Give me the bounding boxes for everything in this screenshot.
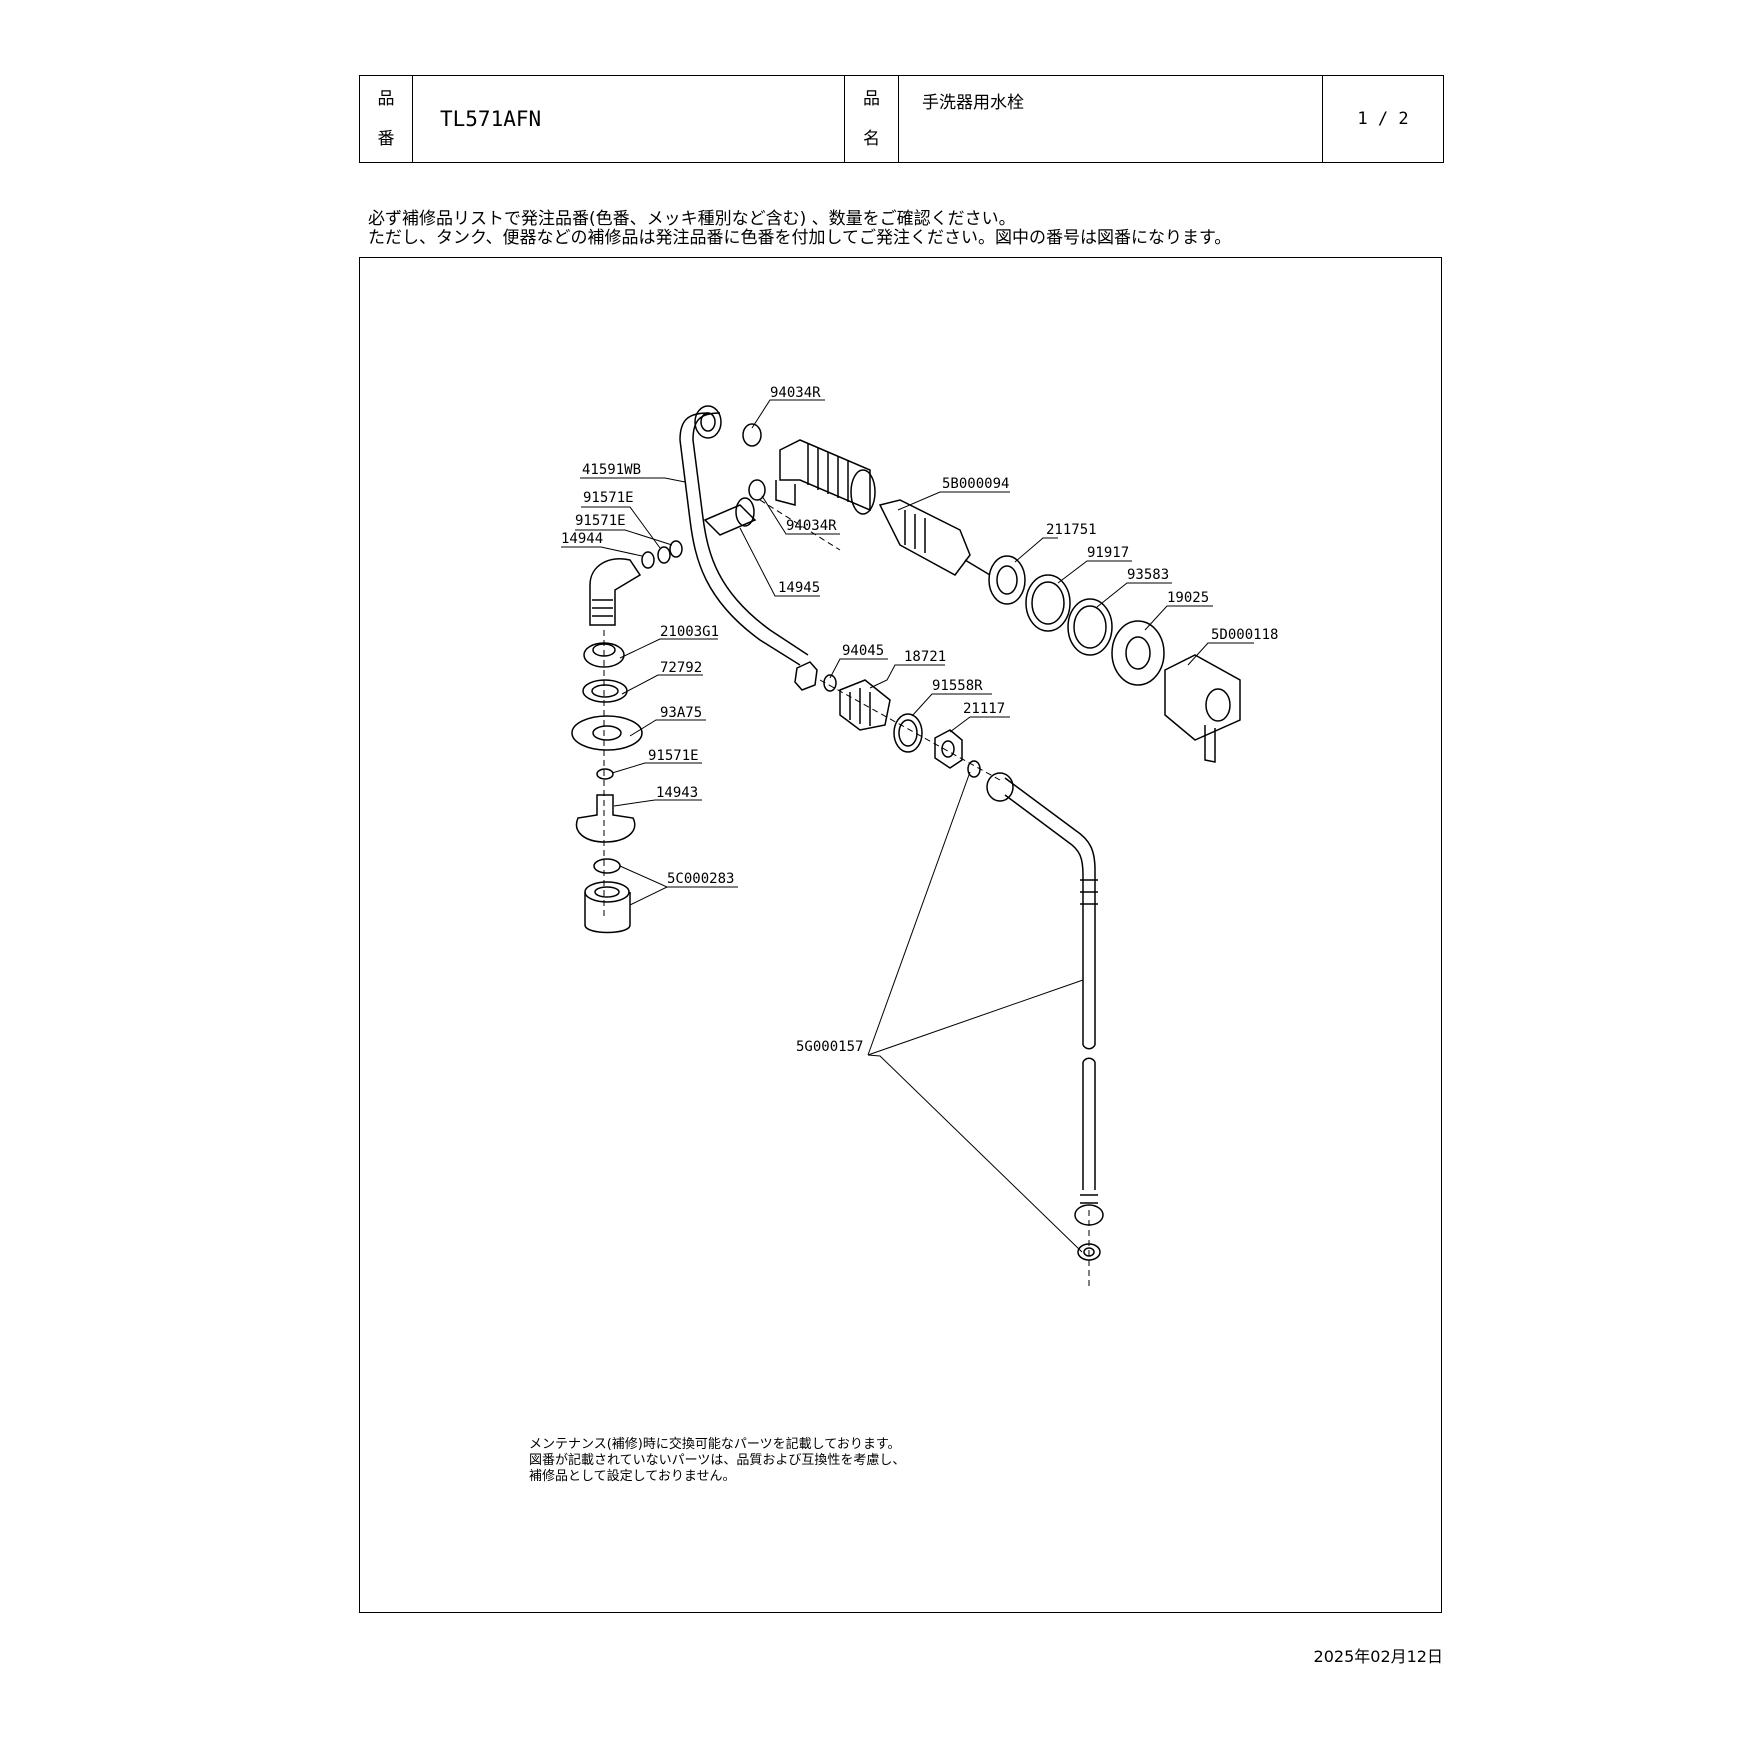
ring-91917 — [1025, 574, 1071, 632]
nut-21117 — [934, 729, 963, 769]
leader-91571e-a — [581, 506, 661, 549]
leader-94034r-mid — [761, 495, 840, 535]
hose-nut-top — [986, 772, 1014, 802]
supply-hose — [1004, 777, 1096, 1045]
leader-94045 — [829, 658, 888, 679]
ring-211751 — [988, 555, 1026, 605]
maintenance-note-line-3: 補修品として設定しておりません。 — [529, 1469, 736, 1484]
leader-93a75 — [629, 719, 706, 737]
cover-19025 — [1111, 620, 1165, 686]
hinmei-label-char-2: 名 — [863, 129, 880, 149]
leader-72792 — [621, 674, 703, 695]
label-94034r-top: 94034R — [770, 385, 821, 401]
pipe-nut-top — [694, 405, 722, 439]
label-211751: 211751 — [1046, 522, 1097, 538]
label-91558r: 91558R — [932, 678, 983, 694]
maintenance-note-line-1: メンテナンス(補修)時に交換可能なパーツを記載しております。 — [529, 1437, 901, 1452]
label-91917: 91917 — [1087, 545, 1129, 561]
label-93a75: 93A75 — [660, 705, 702, 721]
hinmei-label-char-1: 品 — [863, 89, 880, 109]
nut-94045-hex — [794, 661, 818, 691]
leader-91571e-b — [575, 529, 673, 546]
leader-91571e-c — [611, 762, 702, 774]
ring-91571e-b — [669, 540, 683, 558]
label-18721: 18721 — [904, 649, 946, 665]
leader-5b000094 — [897, 491, 1010, 511]
label-91571e-c: 91571E — [648, 748, 699, 764]
issue-date: 2025年02月12日 — [1313, 1647, 1443, 1666]
hinban-label-char-2: 番 — [377, 129, 395, 149]
label-94045: 94045 — [842, 643, 884, 659]
washer-72792 — [582, 679, 628, 703]
label-21003g1: 21003G1 — [660, 624, 719, 640]
leader-91558r — [911, 693, 992, 717]
pipe-41591wb — [679, 412, 801, 666]
leader-5g000157-b — [867, 979, 1084, 1056]
plate-93a75 — [571, 715, 643, 751]
ring-94034r-top — [742, 423, 762, 447]
label-91571e-b: 91571E — [575, 513, 626, 529]
order-notice-line-2: ただし、タンク、便器などの補修品は発注品番に色番を付加してご発注ください。図中の… — [368, 228, 1232, 248]
leader-93583 — [1096, 582, 1172, 608]
product-name: 手洗器用水栓 — [898, 75, 1323, 163]
leader-14943 — [613, 799, 702, 807]
ring-93583 — [1067, 598, 1113, 656]
ring-91558r — [893, 713, 923, 753]
order-notice-line-1: 必ず補修品リストで発注品番(色番、メッキ種別など含む) 、数量をご確認ください。 — [368, 209, 1016, 229]
label-5b000094: 5B000094 — [942, 476, 1009, 492]
leader-5g000157-a — [867, 771, 971, 1056]
label-19025: 19025 — [1167, 590, 1209, 606]
ring-5c000283 — [593, 858, 621, 874]
label-5d000118: 5D000118 — [1211, 627, 1278, 643]
leader-41591wb — [580, 477, 686, 483]
label-93583: 93583 — [1127, 567, 1169, 583]
order-notice: 必ず補修品リストで発注品番(色番、メッキ種別など含む) 、数量をご確認ください。… — [368, 210, 1231, 248]
hinmei-label: 品 名 — [844, 75, 899, 163]
leader-19025 — [1144, 605, 1213, 631]
leader-14944 — [561, 546, 643, 557]
label-72792: 72792 — [660, 660, 702, 676]
union-18721 — [839, 679, 891, 731]
leader-211751 — [1014, 537, 1058, 563]
nut-5c000283 — [584, 892, 631, 934]
leader-94034r-top — [751, 399, 825, 429]
leader-21117 — [949, 716, 1010, 733]
leader-5d000118 — [1187, 642, 1254, 666]
maintenance-note-line-2: 図番が記載されていないパーツは、品質および互換性を考慮し、 — [529, 1453, 906, 1468]
label-14945: 14945 — [778, 580, 820, 596]
label-41591wb: 41591WB — [582, 462, 641, 478]
adapter-14945 — [703, 504, 757, 536]
elbow-14944 — [589, 558, 642, 626]
model-number: TL571AFN — [412, 75, 845, 163]
cartridge-5b000094 — [878, 499, 971, 576]
ring-94034r-mid — [748, 479, 766, 501]
label-21117: 21117 — [963, 701, 1005, 717]
label-14943: 14943 — [656, 785, 698, 801]
label-5c000283: 5C000283 — [667, 871, 734, 887]
label-14944: 14944 — [561, 531, 603, 547]
label-91571e-a: 91571E — [583, 490, 634, 506]
drawing-frame — [359, 257, 1442, 1613]
label-94034r-mid: 94034R — [786, 518, 837, 534]
leader-21003g1 — [619, 638, 718, 659]
page-number: 1 / 2 — [1322, 75, 1444, 163]
label-5g000157: 5G000157 — [796, 1039, 863, 1055]
leader-5c000283-b — [629, 886, 668, 906]
handle-5d000118 — [1164, 654, 1241, 741]
hinban-label-char-1: 品 — [377, 89, 395, 109]
leader-18721 — [869, 664, 945, 689]
leader-14945 — [739, 527, 820, 597]
header-table: 品 番 TL571AFN 品 名 手洗器用水栓 1 / 2 — [359, 75, 1444, 163]
ring-91571e-a — [657, 546, 671, 564]
valve-body — [779, 439, 871, 512]
ring-94045 — [823, 674, 837, 692]
ring-91571e-c — [596, 768, 614, 780]
leader-5g000157-c — [867, 1054, 1083, 1253]
leader-91917 — [1057, 560, 1132, 584]
maintenance-note: メンテナンス(補修)時に交換可能なパーツを記載しております。 図番が記載されてい… — [529, 1437, 905, 1485]
hinban-label: 品 番 — [359, 75, 413, 163]
nipple-14943 — [575, 794, 636, 843]
